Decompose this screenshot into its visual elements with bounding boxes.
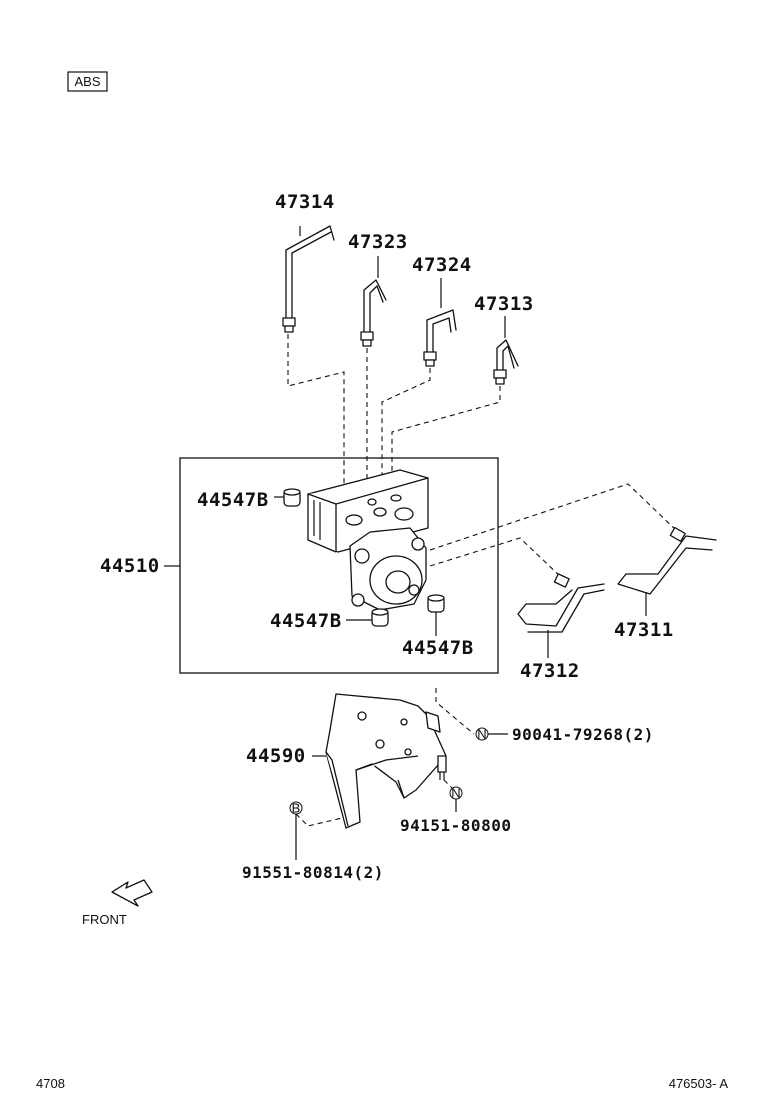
insulator-44547b-bottom-left [346,608,389,627]
tube-47311 [617,526,717,616]
footer-left-code: 4708 [36,1076,65,1091]
insulator-44547b-top [274,488,301,507]
abs-badge: ABS [67,71,108,92]
dashed-link-91551 [295,813,343,827]
label-47324: 47324 [412,254,472,276]
insulator-44547b-bottom-right [427,594,445,636]
bracket-44590 [312,693,447,829]
abs-badge-text: ABS [74,74,100,89]
nut-marker-90041: N [475,727,489,742]
tube-47314 [282,225,335,333]
label-91551: 91551-80814(2) [242,863,384,882]
label-94151: 94151-80800 [400,816,511,835]
dashed-link-90041 [435,688,475,735]
marker-n1: N [477,727,486,742]
label-47314: 47314 [275,191,335,213]
marker-b1: B [292,801,301,816]
tube-47323 [360,256,387,347]
front-label: FRONT [82,912,127,927]
dashed-link-47314 [287,334,345,488]
abs-actuator-unit [307,469,429,611]
front-arrow-icon [111,879,153,907]
label-44547b-top: 44547B [197,489,269,511]
label-44547b-left: 44547B [270,610,342,632]
label-44590: 44590 [246,745,306,767]
label-47312: 47312 [520,660,580,682]
label-44547b-right: 44547B [402,637,474,659]
tube-47313 [493,316,519,385]
dashed-link-47312 [429,537,563,579]
footer-right-code: 476503- A [669,1076,729,1091]
bolt-marker-91551: B [289,801,303,816]
dashed-link-47311 [429,483,679,551]
label-44510: 44510 [100,555,160,577]
dashed-link-47324 [381,368,431,500]
label-47313: 47313 [474,293,534,315]
label-47311: 47311 [614,619,674,641]
dashed-link-94151 [443,779,457,793]
dashed-link-47313 [391,386,501,494]
label-47323: 47323 [348,231,408,253]
marker-n2: N [451,786,460,801]
nut-marker-94151: N [449,786,463,801]
label-90041: 90041-79268(2) [512,725,654,744]
tube-47324 [423,278,457,367]
tube-47312 [517,573,605,658]
